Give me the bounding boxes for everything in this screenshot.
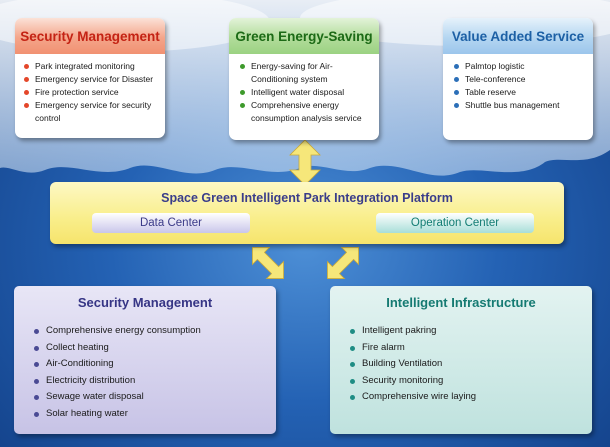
list-item: Park integrated monitoring <box>24 60 165 73</box>
list-item: Comprehensive energy consumption analysi… <box>240 99 371 125</box>
value-added-service-box: Value Added Service Palmtop logistic Tel… <box>443 18 593 140</box>
intelligent-infrastructure-box: Intelligent Infrastructure Intelligent p… <box>330 286 592 434</box>
list-item: Sewage water disposal <box>34 389 201 406</box>
box-title: Value Added Service <box>443 18 593 54</box>
green-energy-saving-box: Green Energy-Saving Energy-saving for Ai… <box>229 18 379 140</box>
list-item: Emergency service for security control <box>24 99 165 125</box>
arrow-platform-right <box>327 247 359 279</box>
list-item: Shuttle bus management <box>454 99 593 112</box>
item-list: Palmtop logistic Tele-conference Table r… <box>454 60 593 112</box>
security-management-bottom-box: Security Management Comprehensive energy… <box>14 286 276 434</box>
arrow-platform-left <box>252 247 284 279</box>
list-item: Table reserve <box>454 86 593 99</box>
list-item: Comprehensive energy consumption <box>34 323 201 340</box>
item-list: Energy-saving for Air-Conditioning syste… <box>240 60 371 125</box>
security-management-top-box: Security Management Park integrated moni… <box>15 18 165 138</box>
platform-title: Space Green Intelligent Park Integration… <box>161 191 453 205</box>
list-item: Building Ventilation <box>349 356 476 373</box>
operation-center-label: Operation Center <box>376 213 534 233</box>
list-item: Intelligent water disposal <box>240 86 371 99</box>
item-list: Comprehensive energy consumption Collect… <box>34 323 201 423</box>
item-list: Park integrated monitoring Emergency ser… <box>24 60 165 125</box>
list-item: Air-Conditioning <box>34 356 201 373</box>
list-item: Solar heating water <box>34 406 201 423</box>
box-title: Intelligent Infrastructure <box>386 295 536 310</box>
list-item: Comprehensive wire laying <box>349 389 476 406</box>
box-title: Green Energy-Saving <box>229 18 379 54</box>
list-item: Palmtop logistic <box>454 60 593 73</box>
list-item: Collect heating <box>34 340 201 357</box>
list-item: Security monitoring <box>349 373 476 390</box>
arrow-top-platform <box>289 139 321 186</box>
list-item: Fire alarm <box>349 340 476 357</box>
list-item: Energy-saving for Air-Conditioning syste… <box>240 60 371 86</box>
item-list: Intelligent pakring Fire alarm Building … <box>349 323 476 406</box>
list-item: Tele-conference <box>454 73 593 86</box>
box-title: Security Management <box>15 18 165 54</box>
list-item: Electricity distribution <box>34 373 201 390</box>
data-center-label: Data Center <box>92 213 250 233</box>
box-title: Security Management <box>77 295 213 310</box>
list-item: Emergency service for Disaster <box>24 73 165 86</box>
integration-platform: Space Green Intelligent Park Integration… <box>50 182 564 244</box>
list-item: Intelligent pakring <box>349 323 476 340</box>
list-item: Fire protection service <box>24 86 165 99</box>
